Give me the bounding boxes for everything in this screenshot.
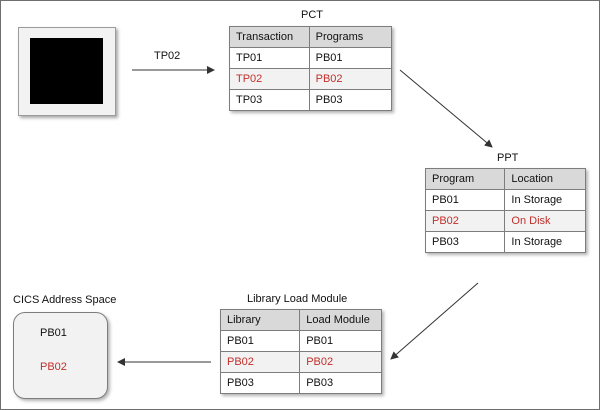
table-row-highlighted: PB02 PB02 (219, 351, 382, 373)
ppt-title: PPT (497, 152, 519, 164)
table-row: PB01 In Storage (424, 189, 586, 211)
pct-header-transaction: Transaction (229, 26, 310, 48)
ppt-cell-location: In Storage (504, 189, 586, 211)
library-header-load-module: Load Module (299, 309, 382, 331)
table-row-highlighted: PB02 On Disk (424, 210, 586, 232)
pct-table: Transaction Programs TP01 PB01 TP02 PB02… (229, 26, 393, 111)
library-cell-load-module: PB01 (299, 330, 382, 352)
library-cell-load-module: PB03 (299, 372, 382, 394)
pct-cell-transaction: TP03 (229, 89, 310, 111)
table-row: PB03 In Storage (424, 231, 586, 253)
ppt-cell-program: PB01 (424, 189, 506, 211)
cics-item: PB01 (40, 327, 67, 339)
arrow-pct-to-ppt (399, 69, 493, 148)
library-header-library: Library (219, 309, 301, 331)
ppt-table: Program Location PB01 In Storage PB02 On… (424, 168, 586, 253)
ppt-cell-location: In Storage (504, 231, 586, 253)
ppt-cell-program: PB03 (424, 231, 506, 253)
terminal-monitor-icon (18, 27, 116, 116)
pct-cell-program: PB01 (308, 47, 393, 69)
cics-item-highlighted: PB02 (40, 361, 67, 373)
table-row: TP03 PB03 (229, 89, 393, 111)
library-cell-library: PB02 (219, 351, 301, 373)
library-cell-library: PB01 (219, 330, 301, 352)
ppt-header-program: Program (424, 168, 506, 190)
table-row: PB03 PB03 (219, 372, 382, 394)
library-table: Library Load Module PB01 PB01 PB02 PB02 … (219, 309, 382, 394)
cics-title: CICS Address Space (13, 294, 117, 306)
ppt-header-row: Program Location (424, 168, 586, 190)
library-cell-library: PB03 (219, 372, 301, 394)
transaction-arrow-label: TP02 (154, 50, 181, 62)
pct-title: PCT (301, 9, 323, 21)
pct-header-programs: Programs (308, 26, 393, 48)
pct-cell-program: PB03 (308, 89, 393, 111)
terminal-screen (30, 38, 103, 104)
ppt-cell-location: On Disk (504, 210, 586, 232)
table-row: TP01 PB01 (229, 47, 393, 69)
library-title: Library Load Module (247, 293, 348, 305)
ppt-header-location: Location (504, 168, 586, 190)
cics-address-space-box: PB01 PB02 (13, 312, 108, 399)
library-header-row: Library Load Module (219, 309, 382, 331)
pct-header-row: Transaction Programs (229, 26, 393, 48)
table-row: PB01 PB01 (219, 330, 382, 352)
pct-cell-transaction: TP02 (229, 68, 310, 90)
pct-cell-transaction: TP01 (229, 47, 310, 69)
arrow-ppt-to-library (390, 282, 479, 360)
